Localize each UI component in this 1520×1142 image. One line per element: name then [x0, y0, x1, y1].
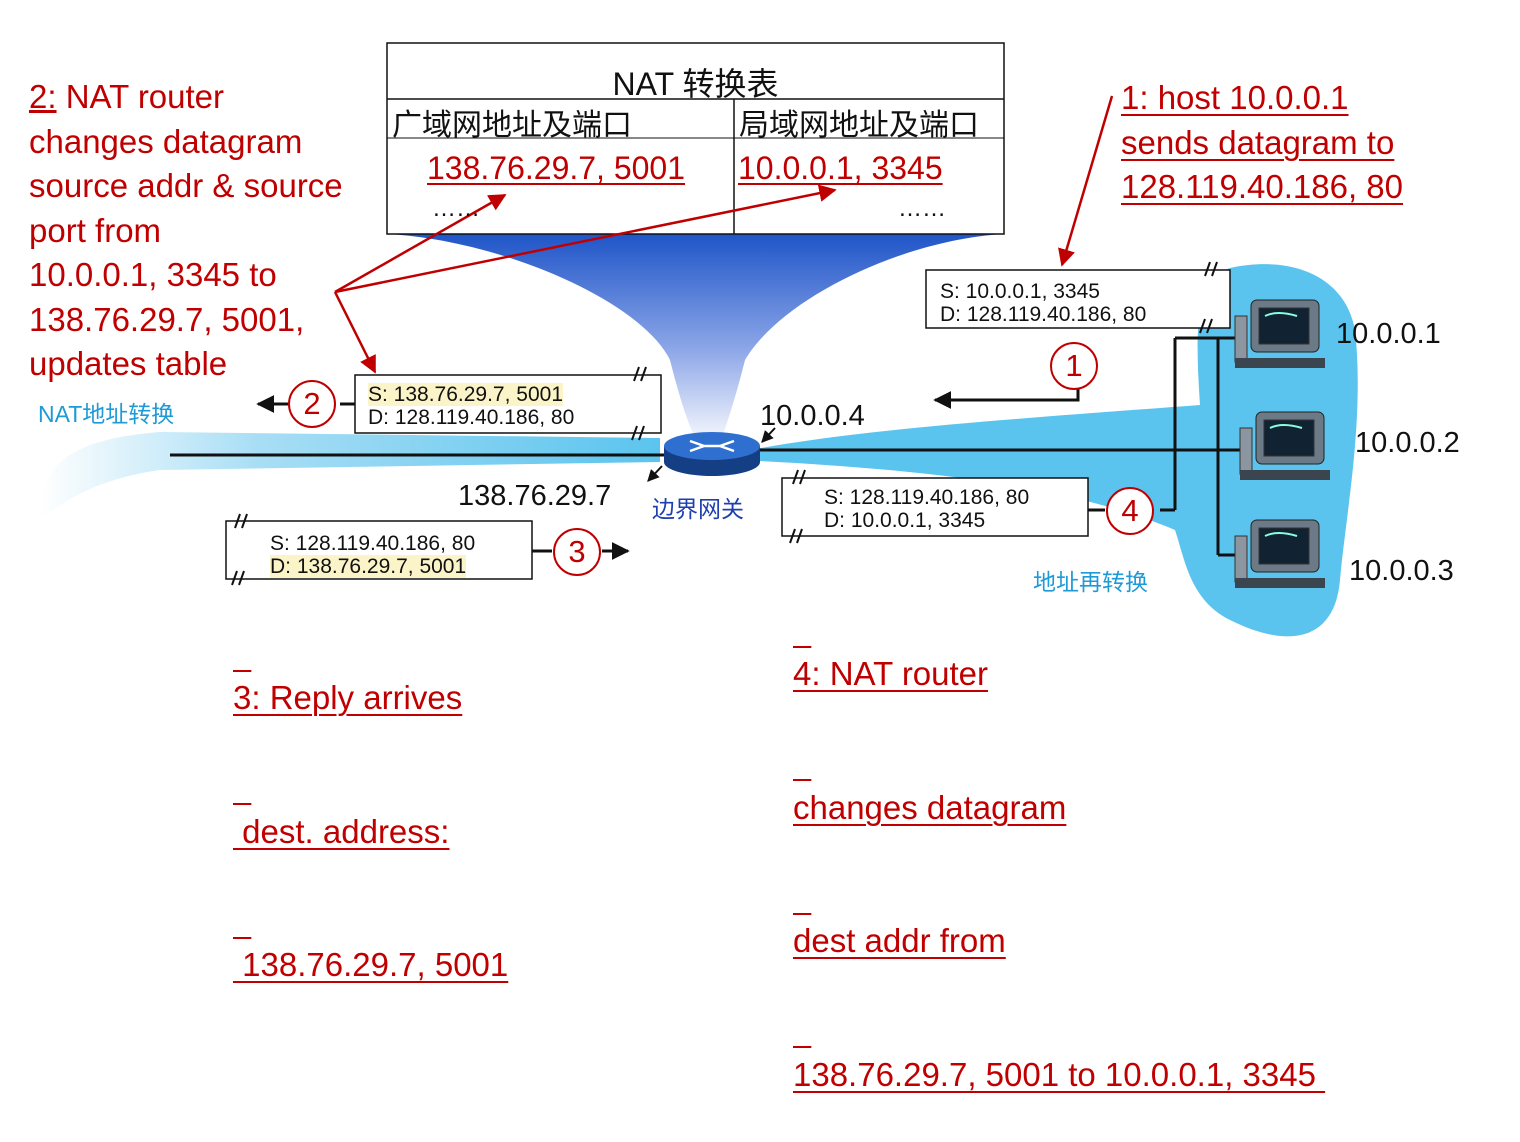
router-label: 边界网关 [652, 496, 744, 522]
step3-circle: 3 [553, 528, 601, 576]
step4-circle: 4 [1106, 487, 1154, 535]
router-private-ip: 10.0.0.4 [760, 400, 865, 432]
host-3-ip: 10.0.0.3 [1349, 555, 1454, 587]
datagram-box-4 [781, 477, 1089, 537]
datagram-4: S: 128.119.40.186, 80 D: 10.0.0.1, 3345 [824, 486, 1030, 532]
step2-caption: NAT地址转换 [38, 401, 175, 427]
step2-number-label: 2: [29, 78, 57, 115]
host-icon-3 [1234, 519, 1325, 588]
step2-annotation: 2: NAT router changes datagram source ad… [29, 75, 343, 387]
step4-annotation: 4: NAT router changes datagram dest addr… [793, 655, 1326, 1093]
nat-table-title: NAT 转换表 [612, 66, 779, 102]
datagram-1: S: 10.0.0.1, 3345 D: 128.119.40.186, 80 [940, 280, 1147, 326]
step2-line-0: 2: NAT router [29, 78, 225, 115]
host-2-ip: 10.0.0.2 [1355, 427, 1460, 459]
router-icon [664, 432, 760, 476]
host-icon-2 [1239, 411, 1330, 480]
step2-circle: 2 [288, 380, 336, 428]
nat-table-header-wan: 广域网地址及端口 [392, 109, 632, 142]
datagram-3: S: 128.119.40.186, 80 D: 138.76.29.7, 50… [270, 532, 476, 578]
step3-annotation: 3: Reply arrives dest. address: 138.76.2… [233, 679, 509, 983]
host-icon-1 [1234, 299, 1325, 368]
datagram-box-1 [925, 269, 1231, 329]
step1-annotation: 1: host 10.0.0.1 sends datagram to 128.1… [1121, 79, 1403, 205]
nat-table-header-lan: 局域网地址及端口 [739, 109, 979, 142]
step4-caption: 地址再转换 [1033, 569, 1148, 595]
datagram-2: S: 138.76.29.7, 5001 D: 128.119.40.186, … [368, 383, 575, 429]
nat-funnel [387, 234, 1004, 448]
nat-table-more-wan: …… [432, 195, 480, 222]
nat-table-more-lan: …… [898, 195, 946, 222]
router-public-ip: 138.76.29.7 [458, 480, 612, 512]
step1-circle: 1 [1050, 342, 1098, 390]
nat-table-cell-wan: 138.76.29.7, 5001 [427, 150, 686, 186]
nat-table-cell-lan: 10.0.0.1, 3345 [738, 150, 943, 186]
host-1-ip: 10.0.0.1 [1336, 318, 1441, 350]
